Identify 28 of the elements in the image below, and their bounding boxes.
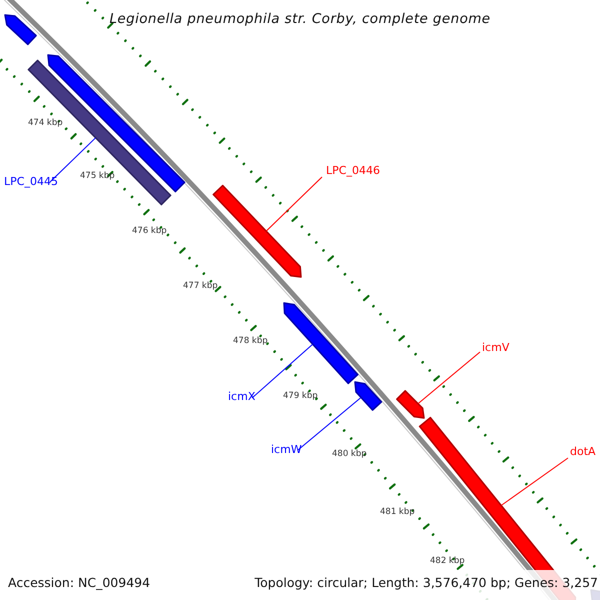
gene-feature	[396, 390, 425, 419]
gene-label: icmX	[228, 390, 256, 403]
leader-line	[266, 176, 322, 232]
gene-label: icmW	[271, 443, 302, 456]
scale-label: 479 kbp	[283, 391, 318, 401]
gene-label: icmV	[482, 341, 510, 354]
gene-feature	[354, 381, 382, 411]
gene-feature	[4, 14, 37, 46]
genome-stats-text: Topology: circular; Length: 3,576,470 bp; Genes: 3,257	[254, 575, 598, 590]
gene-label: LPC_0445	[4, 175, 58, 188]
scale-label: 474 kbp	[28, 118, 63, 128]
scale-label: 480 kbp	[332, 449, 367, 459]
gene-feature	[283, 302, 359, 384]
scale-label: 482 kbp	[430, 556, 465, 566]
leader-line	[50, 137, 96, 182]
gene-feature	[212, 184, 302, 278]
leader-line	[252, 344, 314, 398]
scale-label: 476 kbp	[132, 226, 167, 236]
title: Legionella pneumophila str. Corby, complete genome	[108, 10, 492, 29]
gene-label: LPC_0446	[326, 164, 380, 177]
scale-label: 475 kbp	[80, 171, 115, 181]
leader-line	[500, 458, 568, 506]
scale-label: 478 kbp	[233, 336, 268, 346]
gene-label: dotA	[570, 445, 596, 458]
scale-label: 477 kbp	[183, 281, 218, 291]
accession-text: Accession: NC_009494	[8, 575, 150, 590]
leader-line	[298, 397, 362, 450]
leader-line	[418, 352, 480, 404]
